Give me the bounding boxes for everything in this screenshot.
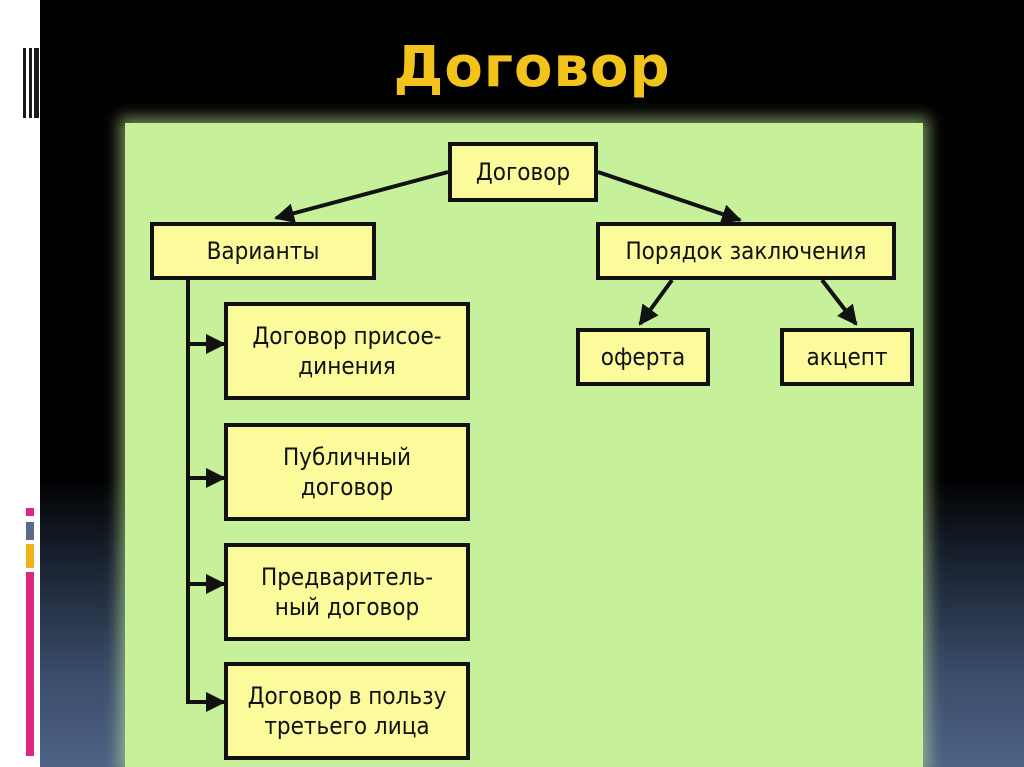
node-child-3-line-2: ный договор xyxy=(274,593,420,621)
node-child-2-line-2: договор xyxy=(300,473,394,501)
node-predvaritelnyy-dogovor: Предваритель- ный договор xyxy=(224,543,470,641)
node-child-4-line-1: Договор в пользу xyxy=(247,682,447,710)
arrow-to-akcept xyxy=(820,278,858,326)
node-poryadok-label: Порядок заключения xyxy=(625,237,867,265)
node-dogovor-prisoedineniya: Договор присое- динения xyxy=(224,302,470,400)
node-oferta-label: оферта xyxy=(600,343,686,371)
node-akcept-label: акцепт xyxy=(806,343,888,371)
node-child-2-line-1: Публичный xyxy=(282,443,412,471)
node-akcept: акцепт xyxy=(780,328,914,386)
node-varianty-label: Варианты xyxy=(206,237,320,265)
top-deco-bars xyxy=(23,48,39,118)
arrow-root-to-varianty xyxy=(274,170,449,224)
node-poryadok: Порядок заключения xyxy=(596,222,896,280)
slide-title: Договор xyxy=(393,35,671,100)
node-publichnyy-dogovor: Публичный договор xyxy=(224,423,470,521)
node-child-1-line-2: динения xyxy=(298,352,396,380)
node-root: Договор xyxy=(448,142,598,202)
node-root-label: Договор xyxy=(475,158,571,186)
node-varianty: Варианты xyxy=(150,222,376,280)
arrow-to-oferta xyxy=(638,278,674,326)
arrow-root-to-poryadok xyxy=(597,170,742,224)
node-oferta: оферта xyxy=(576,328,710,386)
node-child-4-line-2: третьего лица xyxy=(264,712,430,740)
node-dogovor-v-polzu-tretego-litsa: Договор в пользу третьего лица xyxy=(224,662,470,760)
node-child-3-line-1: Предваритель- xyxy=(260,563,434,591)
side-deco-bars xyxy=(26,508,34,756)
node-child-1-line-1: Договор присое- xyxy=(252,322,442,350)
